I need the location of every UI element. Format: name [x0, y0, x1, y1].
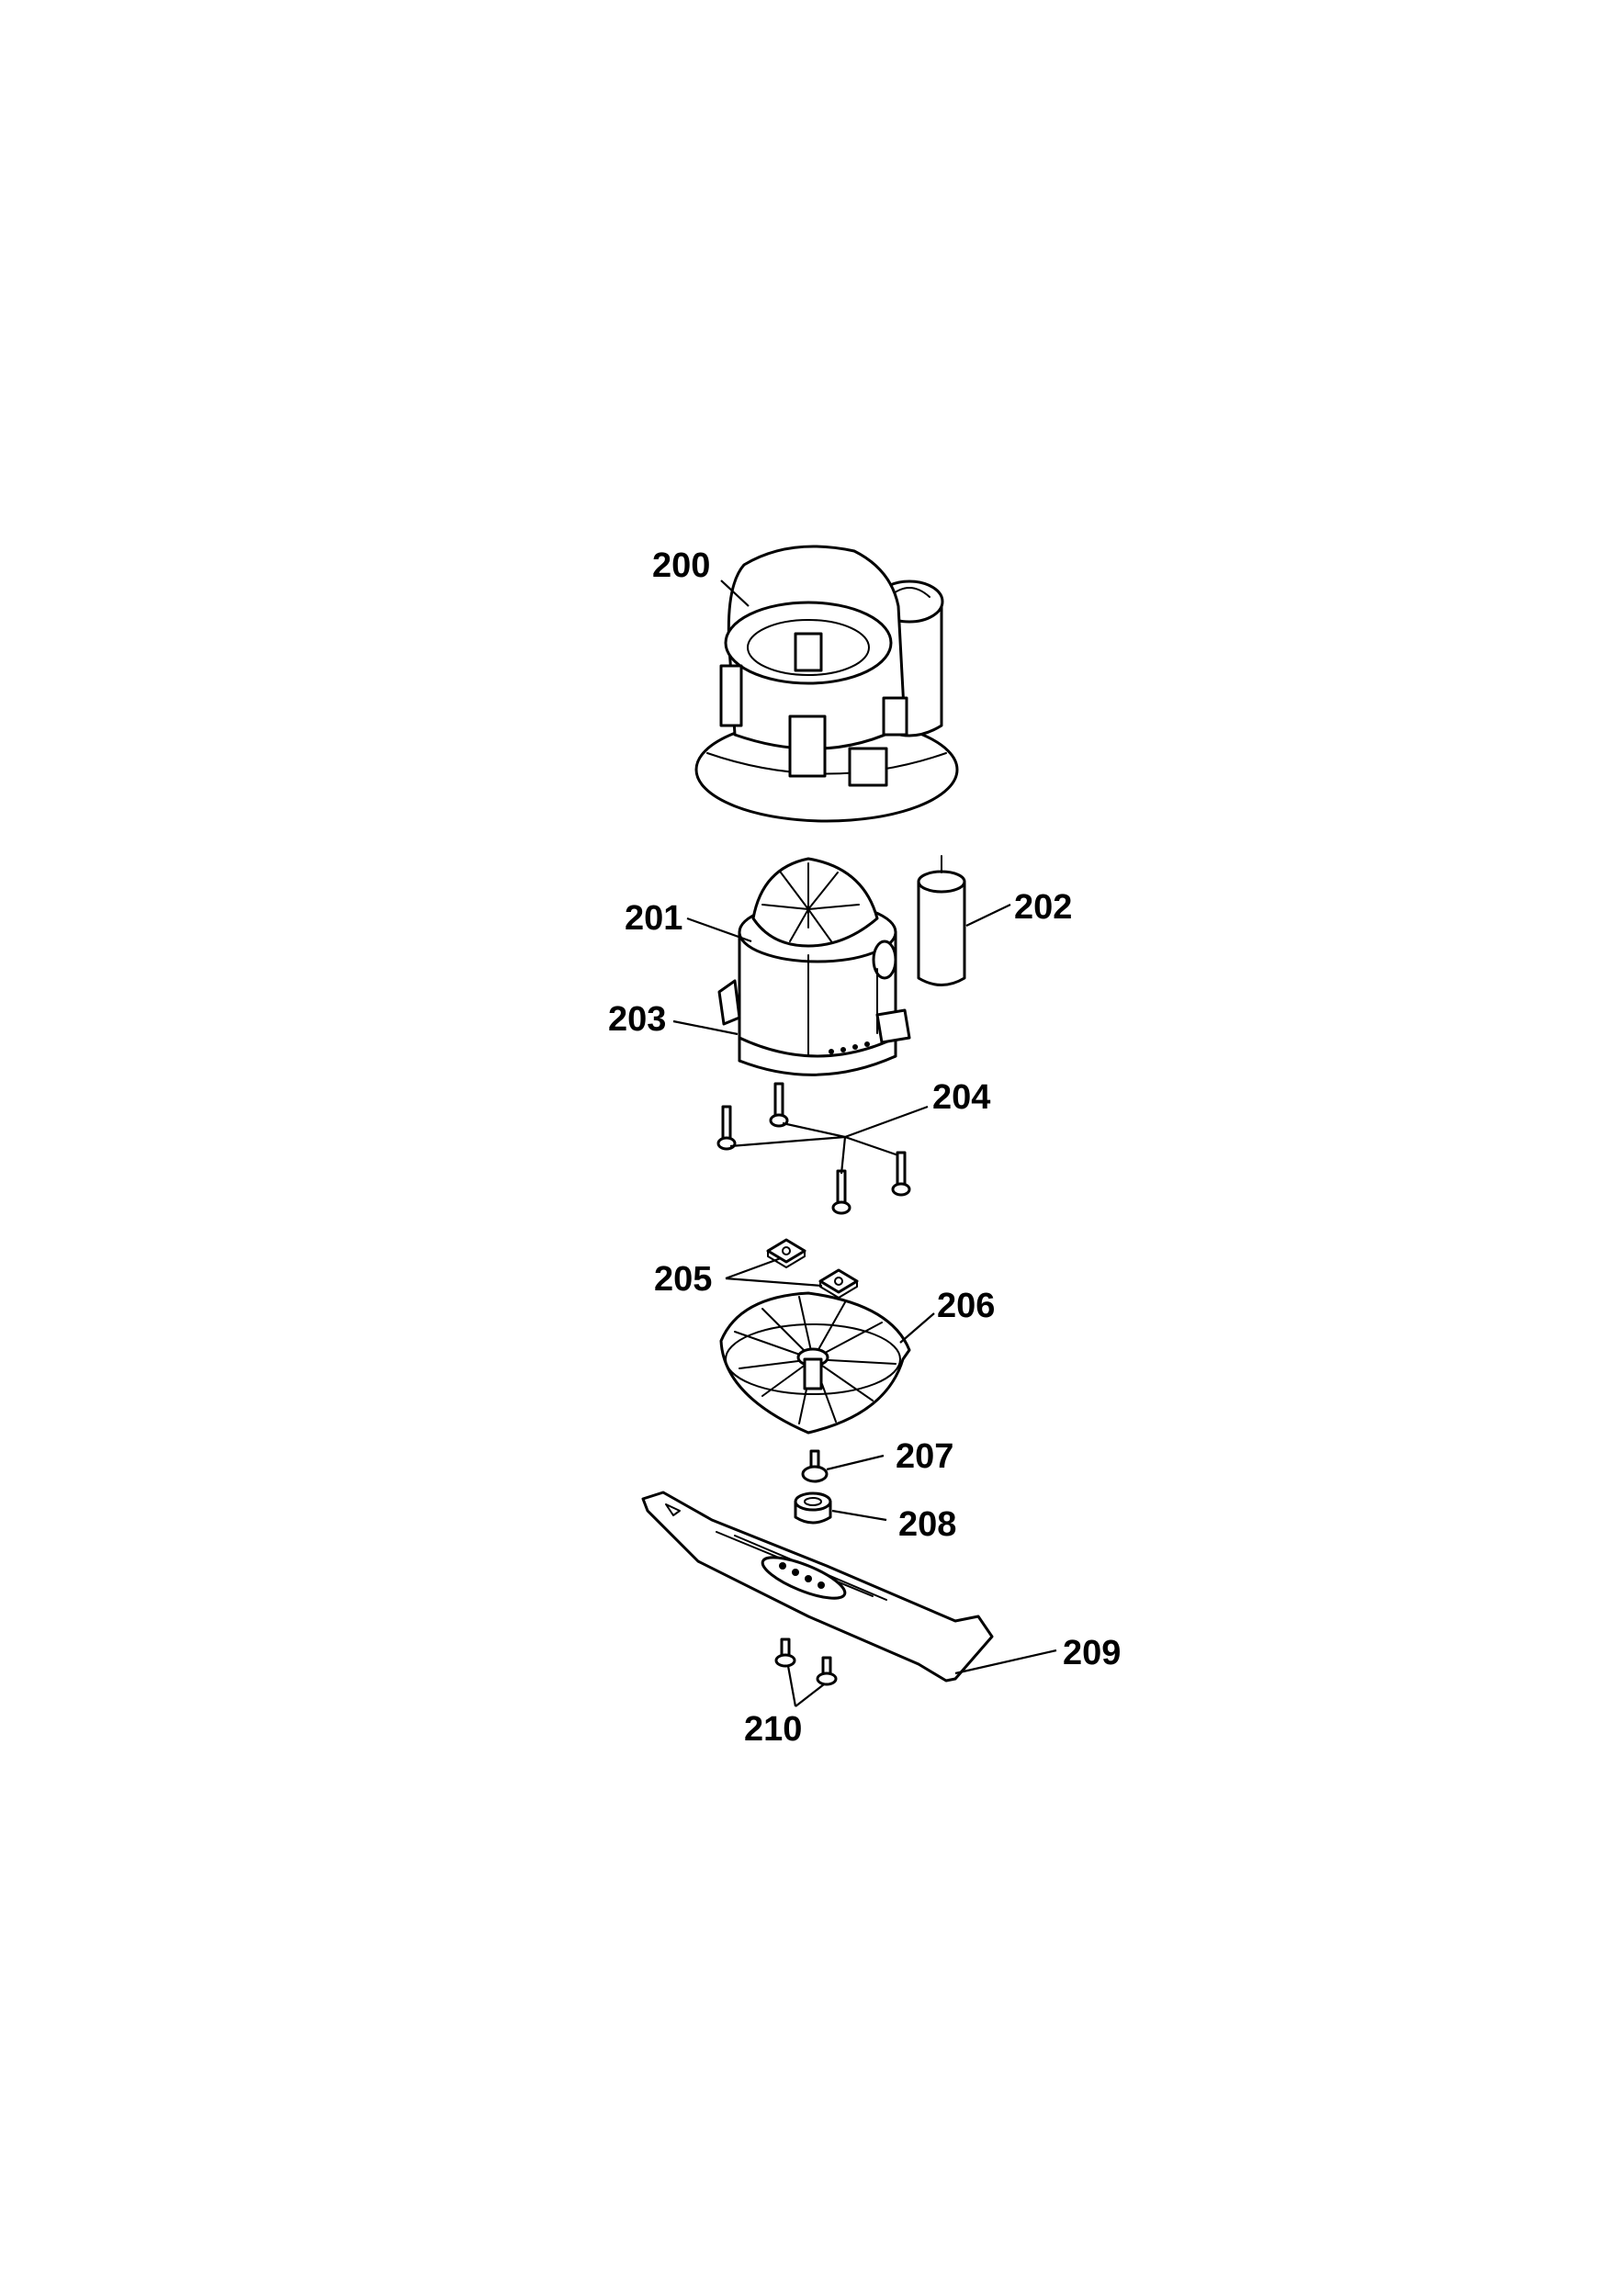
- spacer-part-208: [794, 1491, 832, 1525]
- callout-200: 200: [652, 546, 710, 585]
- fan-part-206: [719, 1291, 911, 1435]
- blade-part-209: [641, 1491, 994, 1683]
- callout-206: 206: [937, 1287, 995, 1325]
- callout-207: 207: [896, 1437, 953, 1476]
- callout-209: 209: [1063, 1634, 1121, 1672]
- callout-201: 201: [625, 899, 682, 938]
- nuts-part-205: [766, 1238, 859, 1299]
- leader-lines: [672, 580, 1057, 1707]
- capacitor-part-202: [917, 855, 966, 986]
- callout-labels: 200 201 202 203 204 205 206 207 208 209 …: [608, 546, 1121, 1749]
- callout-203: 203: [608, 1000, 666, 1039]
- bolt-part-207: [801, 1449, 829, 1483]
- callout-202: 202: [1014, 888, 1072, 927]
- motor-part-201: [717, 857, 911, 1076]
- callout-204: 204: [932, 1078, 990, 1117]
- motor-housing-part-200: [694, 545, 959, 823]
- blade-bolts-part-210: [774, 1638, 838, 1686]
- callout-210: 210: [744, 1710, 802, 1749]
- callout-205: 205: [654, 1260, 712, 1299]
- callout-208: 208: [898, 1505, 956, 1544]
